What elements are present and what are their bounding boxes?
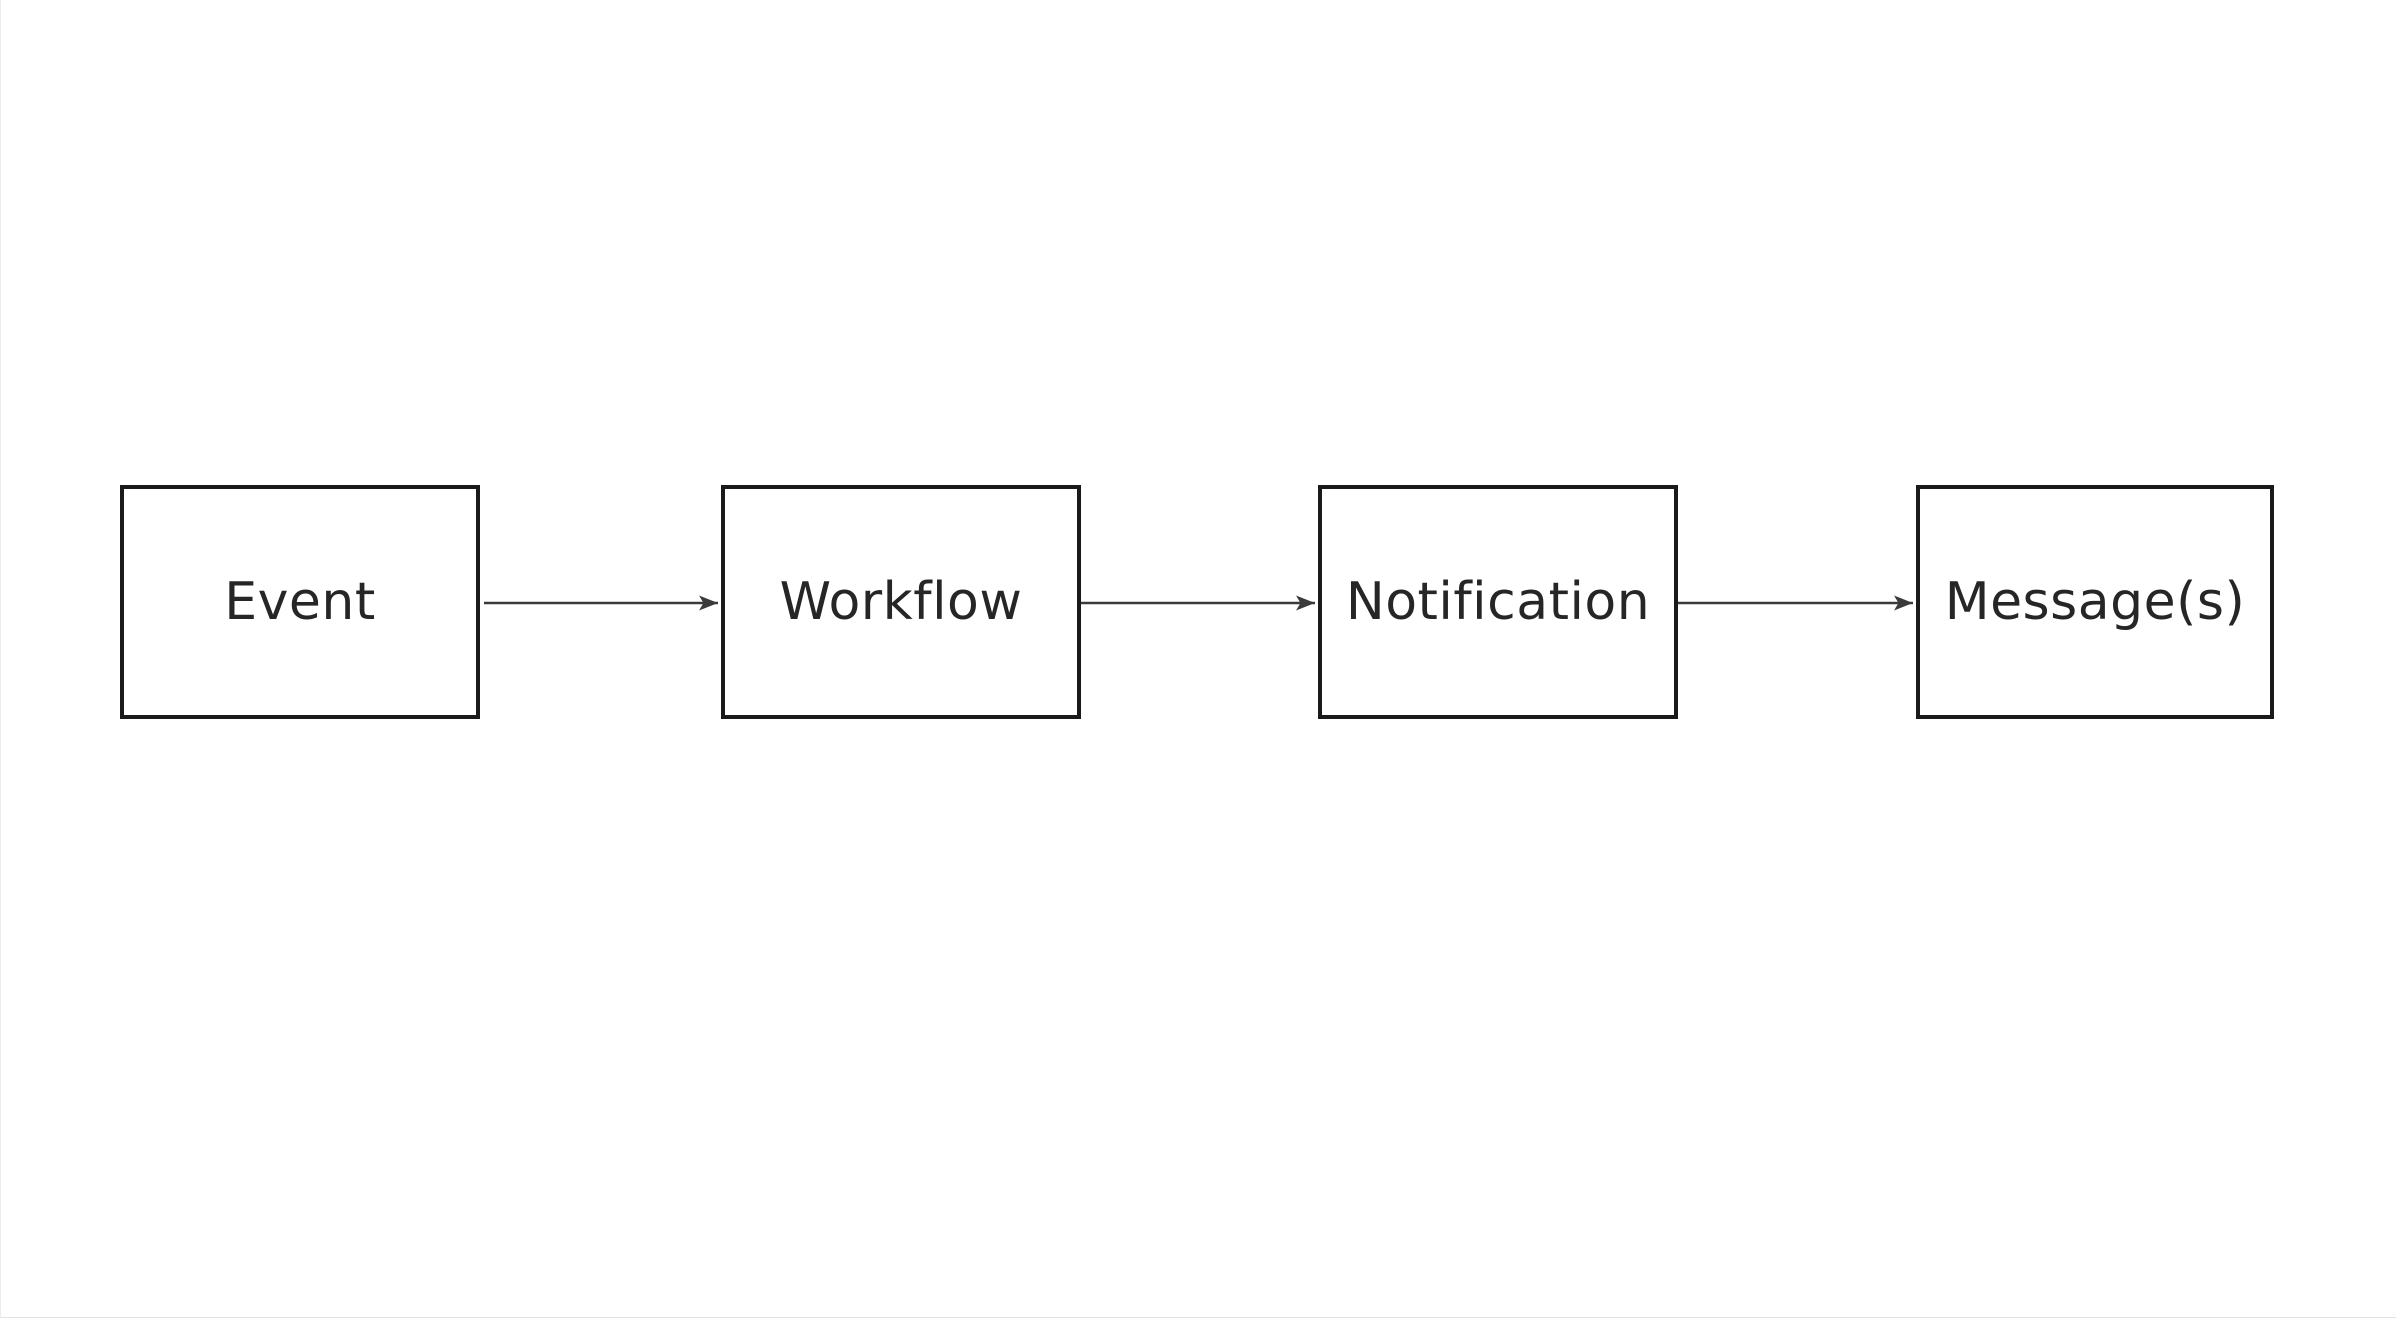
node-workflow: Workflow (721, 485, 1081, 719)
node-workflow-label: Workflow (779, 572, 1023, 632)
node-event-label: Event (224, 572, 376, 632)
node-notification: Notification (1318, 485, 1678, 719)
node-messages: Message(s) (1916, 485, 2274, 719)
node-notification-label: Notification (1345, 572, 1651, 632)
node-event: Event (120, 485, 480, 719)
node-messages-label: Message(s) (1944, 572, 2246, 632)
